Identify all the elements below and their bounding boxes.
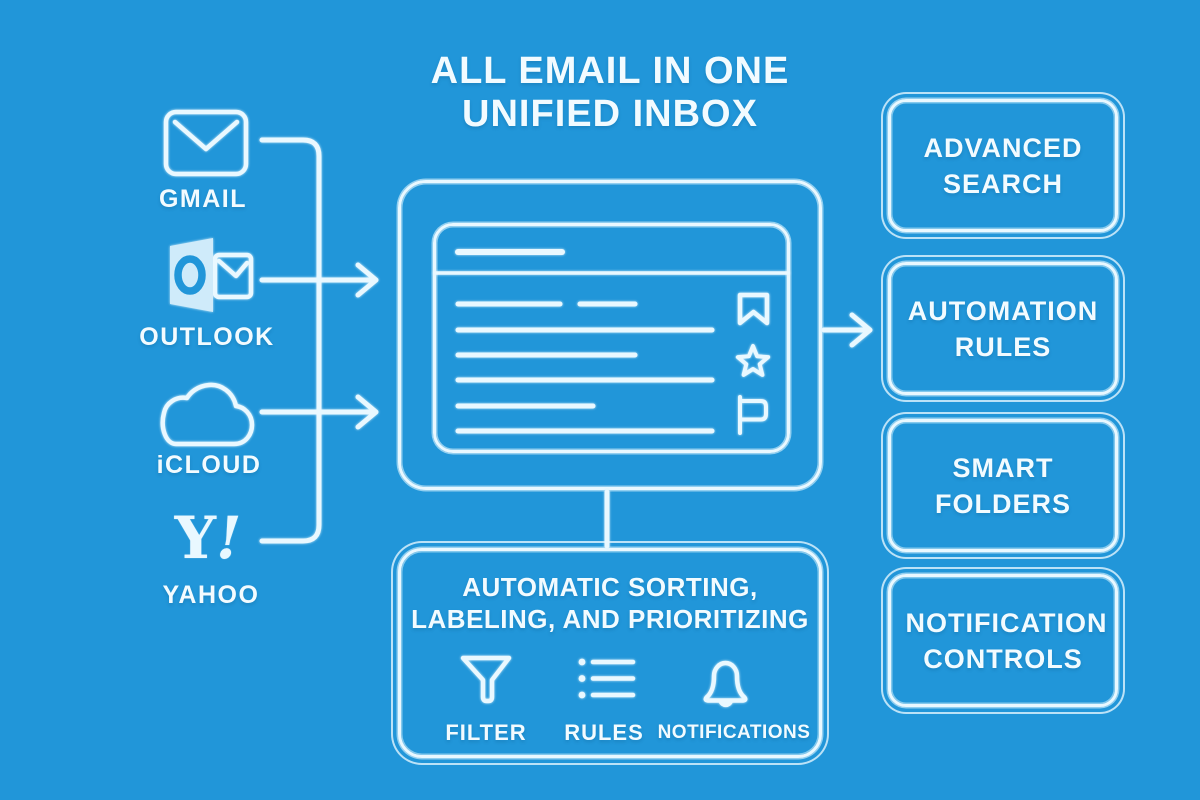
icloud-arrow-connector — [259, 394, 379, 430]
page-title: ALL EMAIL IN ONE UNIFIED INBOX — [310, 50, 910, 136]
page-title-line2: UNIFIED INBOX — [462, 93, 758, 135]
inbox-window — [433, 223, 790, 453]
filter-label: FILTER — [445, 720, 527, 745]
feature-box-advanced-search: ADVANCED SEARCH — [888, 99, 1118, 232]
yahoo-label: YAHOO — [162, 581, 260, 609]
yahoo-logo-y: Y — [174, 504, 216, 572]
yahoo-logo-icon: Y! — [128, 504, 288, 572]
automation-panel-title: AUTOMATIC SORTING, LABELING, AND PRIORIT… — [398, 571, 822, 635]
feature-label: SMART FOLDERS — [934, 452, 1071, 519]
envelope-icon — [163, 109, 249, 177]
icloud-label: iCLOUD — [156, 451, 262, 479]
automation-title-line2: LABELING, AND PRIORITIZING — [411, 604, 809, 634]
page-title-line1: ALL EMAIL IN ONE — [430, 50, 790, 92]
yahoo-logo-exclaim: ! — [215, 504, 242, 572]
feature-box-smart-folders: SMART FOLDERS — [888, 419, 1118, 552]
outlook-arrow-connector — [259, 262, 379, 298]
rules-label: RULES — [564, 720, 644, 745]
feature-label: ADVANCED SEARCH — [923, 132, 1083, 199]
outlook-label: OUTLOOK — [139, 323, 275, 351]
automation-panel — [398, 548, 822, 758]
feature-box-automation-rules: AUTOMATION RULES — [888, 262, 1118, 395]
feature-label: NOTIFICATION CONTROLS — [905, 607, 1108, 674]
cloud-icon — [160, 382, 255, 447]
notifications-label: NOTIFICATIONS — [657, 722, 811, 743]
feature-box-notification-controls: NOTIFICATION CONTROLS — [888, 574, 1118, 707]
gmail-label: GMAIL — [158, 185, 248, 213]
inbox-to-automation-arrow — [821, 312, 873, 348]
feature-label: AUTOMATION RULES — [907, 295, 1099, 362]
outlook-icon — [170, 238, 254, 312]
automation-title-line1: AUTOMATIC SORTING, — [462, 572, 758, 602]
unified-inbox-panel — [398, 180, 822, 490]
